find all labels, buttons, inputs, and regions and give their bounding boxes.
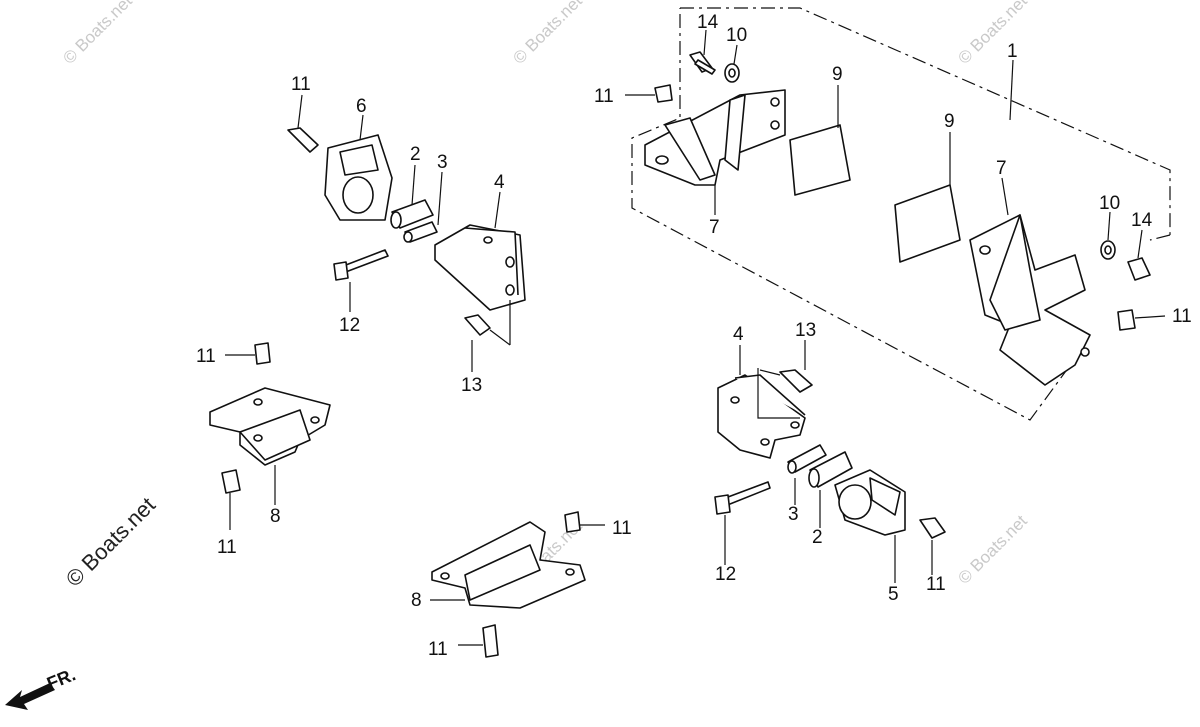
callout-11: 11: [612, 518, 632, 539]
callout-12: 12: [715, 564, 736, 585]
bolt-13-right: [759, 369, 813, 393]
plate-9-left: [789, 124, 851, 196]
callout-13: 13: [461, 375, 482, 396]
leader-1: [1009, 59, 1014, 121]
collar-2-right: [808, 451, 853, 488]
bolt-12-left: [333, 249, 389, 281]
bolt-14-lower: [1127, 257, 1151, 281]
leader-14-lower: [1137, 229, 1143, 259]
mount-8-bottom: [431, 521, 586, 609]
leader-6: [359, 114, 364, 141]
callout-11: 11: [291, 74, 311, 95]
callout-6: 6: [356, 96, 367, 117]
collar-2-left: [390, 199, 434, 229]
callout-2: 2: [410, 144, 421, 165]
engine-mount-7-lower: [969, 214, 1091, 386]
watermark: © Boats.net: [954, 511, 1031, 588]
washer-10-lower: [1100, 240, 1116, 260]
callout-3: 3: [437, 152, 448, 173]
callout-11: 11: [594, 86, 614, 107]
mount-5: [834, 469, 906, 536]
callout-3: 3: [788, 504, 799, 525]
watermark: © Boats.net: [59, 0, 136, 68]
callout-12: 12: [339, 315, 360, 336]
front-direction-label: FR.: [44, 664, 78, 693]
washer-10-upper: [724, 63, 740, 83]
bolt-11-mount8-below: [458, 624, 499, 658]
callout-11: 11: [926, 574, 946, 595]
plate-9-right: [894, 184, 961, 263]
callout-5: 5: [888, 584, 899, 605]
leader-2-left: [411, 164, 416, 206]
callout-11: 11: [196, 346, 216, 367]
callout-1: 1: [1007, 41, 1018, 62]
leader-3-left: [437, 171, 443, 226]
callout-13: 13: [795, 320, 816, 341]
callout-10: 10: [726, 25, 747, 46]
bolt-14-upper: [689, 51, 716, 75]
callout-14: 14: [697, 12, 719, 33]
bolt-12-right: [714, 481, 771, 515]
mount-8-left: [209, 387, 331, 466]
bolt-11-upper-right-left: [654, 84, 673, 103]
callout-4: 4: [494, 172, 505, 193]
bolt-11-mount5: [919, 517, 946, 539]
bolt-11-mount8-top: [225, 342, 271, 365]
callout-11: 11: [428, 639, 448, 660]
bolt-11-lower-right: [1117, 309, 1166, 331]
leader-10-lower: [1107, 211, 1111, 241]
callout-10: 10: [1099, 193, 1120, 214]
callout-11: 11: [1172, 306, 1192, 327]
collar-3-left: [403, 221, 438, 243]
callout-9: 9: [944, 111, 955, 132]
leader-4-left: [494, 191, 501, 229]
front-direction-arrow-icon: [5, 683, 55, 710]
collar-3-right: [787, 444, 827, 474]
callout-numbers: 1 2 2 3 3 4 4 5 6 7 7 8 8 9 9 10 10 11 1…: [196, 12, 1192, 660]
bolt-11-part6: [287, 127, 319, 153]
bracket-4-left: [434, 224, 526, 311]
bolt-11-mount8-right: [564, 511, 605, 533]
leader-10-upper: [733, 44, 738, 65]
assembly-1-boundary: [631, 7, 1171, 421]
callout-14: 14: [1131, 210, 1153, 231]
callout-8: 8: [411, 590, 422, 611]
callout-2: 2: [812, 527, 823, 548]
bolt-13-left: [464, 300, 511, 346]
callout-7: 7: [709, 217, 720, 238]
watermark-main: © Boats.net: [61, 492, 160, 591]
leader-7-lower: [1001, 177, 1009, 216]
leader-11-part6: [297, 94, 303, 129]
bracket-4-right: [717, 368, 806, 459]
bolt-11-mount8-bottom: [221, 469, 241, 530]
callout-4: 4: [733, 324, 744, 345]
mount-6: [324, 134, 393, 221]
engine-mount-7-upper: [644, 89, 786, 186]
callout-7: 7: [996, 158, 1007, 179]
callout-9: 9: [832, 64, 843, 85]
callout-8: 8: [270, 506, 281, 527]
callout-11: 11: [217, 537, 237, 558]
leader-14-upper: [703, 29, 707, 56]
watermark: © Boats.net: [509, 0, 586, 68]
watermark: © Boats.net: [954, 0, 1031, 68]
